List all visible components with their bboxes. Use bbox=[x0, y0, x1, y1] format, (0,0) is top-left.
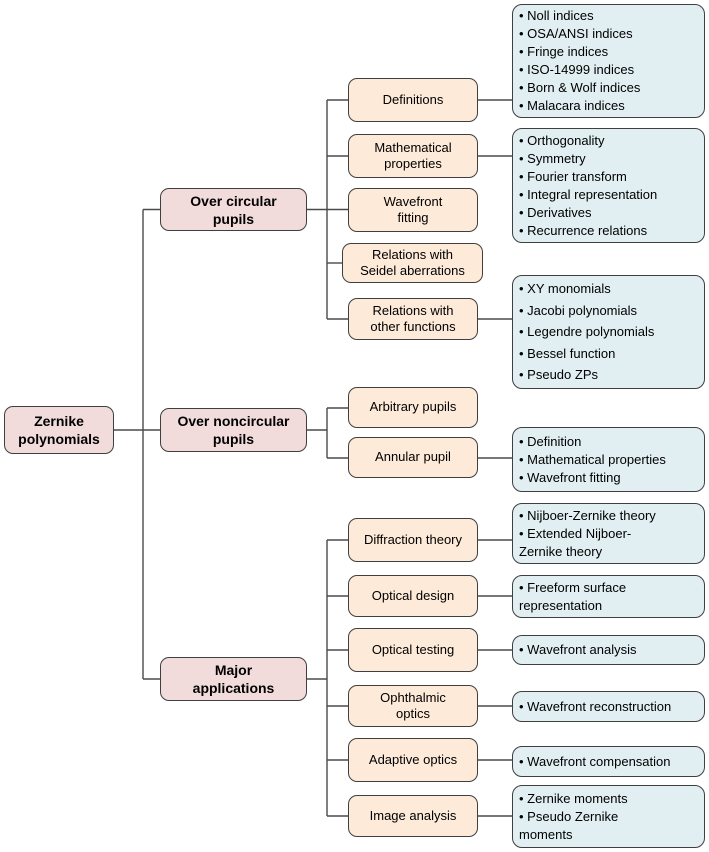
detail-list-other-functions: XY monomials Jacobi polynomials Legendre… bbox=[512, 275, 705, 389]
detail-item: Nijboer-Zernike theory bbox=[519, 507, 698, 525]
detail-item: Wavefront fitting bbox=[519, 469, 698, 487]
detail-item: Pseudo ZPs bbox=[519, 364, 698, 386]
detail-item: Integral representation bbox=[519, 186, 698, 204]
detail-item: ISO-14999 indices bbox=[519, 61, 698, 79]
detail-list-adaptive-optics: Wavefront compensation bbox=[512, 746, 705, 777]
detail-item: Jacobi polynomials bbox=[519, 300, 698, 322]
detail-item: Freeform surface representation bbox=[519, 579, 698, 615]
detail-item: Pseudo Zernike moments bbox=[519, 808, 698, 844]
node-optical-design: Optical design bbox=[348, 575, 478, 617]
detail-item: Recurrence relations bbox=[519, 222, 698, 240]
detail-item: Fringe indices bbox=[519, 43, 698, 61]
node-adaptive-optics: Adaptive optics bbox=[348, 738, 478, 782]
detail-list-indices: Noll indices OSA/ANSI indices Fringe ind… bbox=[512, 4, 705, 118]
detail-item: Fourier transform bbox=[519, 168, 698, 186]
node-definitions: Definitions bbox=[348, 78, 478, 122]
detail-item: Bessel function bbox=[519, 343, 698, 365]
detail-item: Noll indices bbox=[519, 7, 698, 25]
node-zernike-polynomials: Zernike polynomials bbox=[4, 406, 114, 454]
node-wavefront-fitting: Wavefront fitting bbox=[348, 188, 478, 232]
detail-item: Born & Wolf indices bbox=[519, 79, 698, 97]
detail-item: XY monomials bbox=[519, 278, 698, 300]
detail-item: Zernike moments bbox=[519, 790, 698, 808]
detail-list-optical-design: Freeform surface representation bbox=[512, 575, 705, 618]
detail-item: OSA/ANSI indices bbox=[519, 25, 698, 43]
node-major-applications: Major applications bbox=[160, 657, 307, 701]
detail-item: Wavefront reconstruction bbox=[519, 698, 698, 716]
detail-item: Malacara indices bbox=[519, 97, 698, 115]
detail-list-image-analysis: Zernike moments Pseudo Zernike moments bbox=[512, 785, 705, 848]
node-ophthalmic-optics: Ophthalmic optics bbox=[348, 685, 478, 727]
detail-item: Orthogonality bbox=[519, 132, 698, 150]
node-relations-other-functions: Relations with other functions bbox=[348, 298, 478, 340]
detail-item: Extended Nijboer- Zernike theory bbox=[519, 525, 698, 561]
node-optical-testing: Optical testing bbox=[348, 628, 478, 672]
detail-item: Wavefront compensation bbox=[519, 753, 698, 771]
node-over-noncircular-pupils: Over noncircular pupils bbox=[160, 408, 307, 452]
detail-list-mathematical-properties: Orthogonality Symmetry Fourier transform… bbox=[512, 128, 705, 243]
node-arbitrary-pupils: Arbitrary pupils bbox=[348, 387, 478, 428]
node-annular-pupil: Annular pupil bbox=[348, 437, 478, 478]
node-over-circular-pupils: Over circular pupils bbox=[160, 188, 307, 231]
node-mathematical-properties: Mathematical properties bbox=[348, 134, 478, 178]
detail-list-ophthalmic-optics: Wavefront reconstruction bbox=[512, 691, 705, 722]
node-relations-seidel-aberrations: Relations with Seidel aberrations bbox=[342, 243, 483, 283]
detail-item: Derivatives bbox=[519, 204, 698, 222]
detail-item: Symmetry bbox=[519, 150, 698, 168]
detail-item: Mathematical properties bbox=[519, 451, 698, 469]
detail-item: Wavefront analysis bbox=[519, 641, 698, 659]
node-image-analysis: Image analysis bbox=[348, 795, 478, 837]
detail-item: Definition bbox=[519, 433, 698, 451]
detail-item: Legendre polynomials bbox=[519, 321, 698, 343]
detail-list-annular-pupil: Definition Mathematical properties Wavef… bbox=[512, 427, 705, 492]
detail-list-diffraction-theory: Nijboer-Zernike theory Extended Nijboer-… bbox=[512, 503, 705, 564]
node-diffraction-theory: Diffraction theory bbox=[348, 518, 478, 562]
detail-list-optical-testing: Wavefront analysis bbox=[512, 635, 705, 665]
